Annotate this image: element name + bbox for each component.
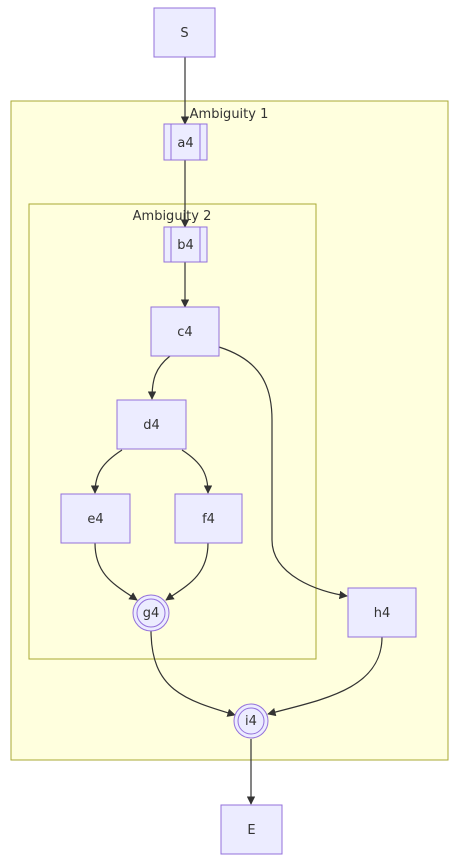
edge-d4-f4: [181, 449, 213, 494]
node-i4-label: i4: [245, 714, 257, 729]
node-e-label: E: [247, 823, 255, 838]
node-c4-label: c4: [177, 325, 192, 340]
edge-g4-i4: [150, 629, 236, 717]
node-h4[interactable]: h4: [347, 587, 417, 638]
node-g4[interactable]: g4: [132, 594, 170, 632]
node-f4[interactable]: f4: [174, 493, 243, 544]
node-g4-label: g4: [143, 606, 160, 621]
cluster-ambiguity-2: Ambiguity 2: [28, 203, 317, 660]
node-h4-label: h4: [374, 606, 391, 621]
node-a4[interactable]: a4: [163, 123, 208, 161]
node-s[interactable]: S: [153, 7, 216, 58]
edge-c4-h4: [218, 346, 348, 600]
node-i4[interactable]: i4: [233, 703, 269, 739]
cluster-ambiguity-2-label: Ambiguity 2: [133, 209, 212, 224]
edge-e4-g4: [94, 542, 138, 601]
node-b4[interactable]: b4: [163, 226, 208, 263]
edge-d4-e4: [90, 449, 123, 494]
cluster-ambiguity-1-label: Ambiguity 1: [190, 107, 269, 122]
edge-c4-d4: [147, 355, 171, 400]
node-e4-label: e4: [87, 512, 103, 527]
node-b4-label: b4: [177, 238, 194, 253]
node-a4-label: a4: [177, 136, 193, 151]
node-d4-label: d4: [143, 418, 160, 433]
edges: [90, 57, 383, 805]
node-e[interactable]: E: [220, 804, 283, 855]
edge-f4-g4: [165, 542, 209, 601]
node-c4[interactable]: c4: [150, 306, 220, 357]
node-f4-label: f4: [202, 512, 215, 527]
node-d4[interactable]: d4: [116, 399, 187, 450]
node-s-label: S: [180, 26, 188, 41]
node-e4[interactable]: e4: [60, 493, 131, 544]
edge-h4-i4: [267, 636, 383, 717]
